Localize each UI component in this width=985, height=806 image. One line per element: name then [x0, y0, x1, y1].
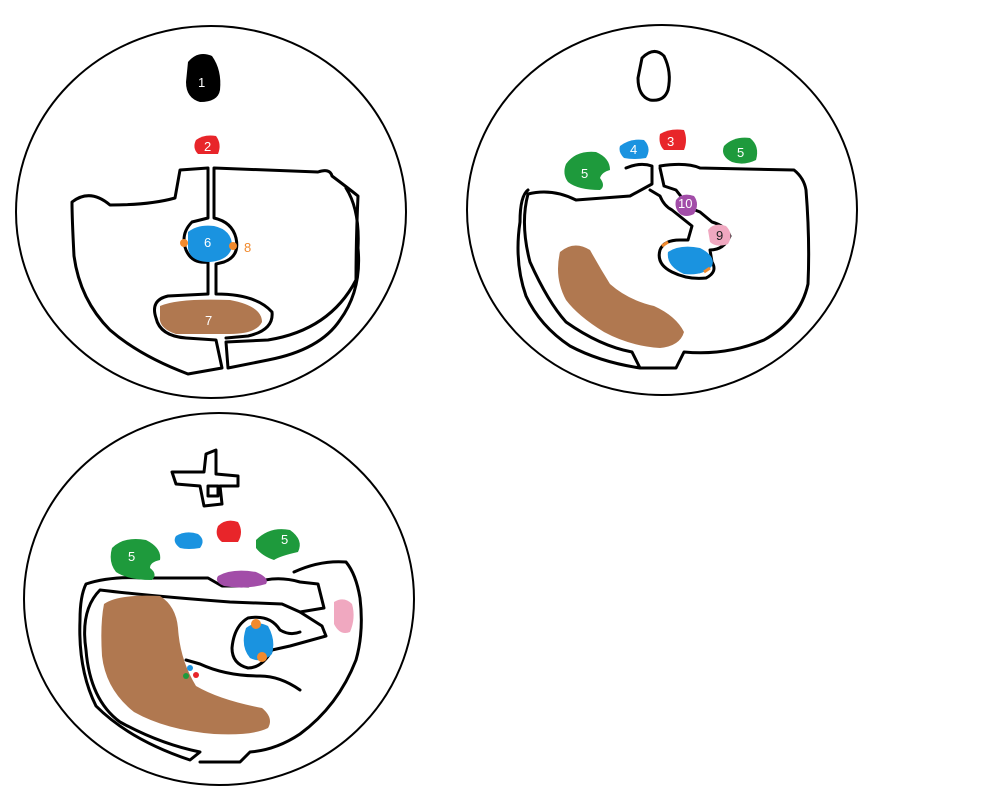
body-outline — [516, 162, 811, 370]
label-5-right: 5 — [737, 145, 744, 160]
body-outline — [78, 576, 326, 762]
panel-top-right-ring — [466, 24, 858, 396]
structure-red-small — [216, 520, 241, 542]
label-5-left: 5 — [581, 166, 588, 181]
structure-orange-marks — [661, 240, 711, 274]
vertebra-outline — [636, 50, 671, 102]
label-1: 1 — [198, 75, 205, 90]
structure-10-purple — [675, 194, 697, 216]
body-outline-right — [212, 166, 361, 370]
label-7: 7 — [205, 313, 212, 328]
label-3: 3 — [667, 134, 674, 149]
structure-5-green-right — [256, 529, 300, 560]
structure-blue-small — [174, 532, 203, 549]
structure-8-orange-left — [180, 239, 188, 247]
structure-blue-mass — [667, 246, 713, 275]
structure-orange-bottom — [257, 652, 267, 662]
panel-bottom-left-ring — [23, 412, 415, 786]
panel-top-right: 3 4 5 5 10 9 — [466, 24, 858, 396]
structure-5-green-left — [564, 151, 610, 190]
structure-dot-green — [183, 673, 189, 679]
structure-purple — [216, 570, 267, 588]
panel-top-left-ring — [15, 25, 407, 399]
structure-5-green-right — [723, 137, 758, 164]
structure-brown-organ — [101, 595, 270, 735]
structure-2-red — [194, 135, 220, 154]
structure-pink — [334, 599, 354, 633]
structure-blue-mass — [243, 623, 274, 661]
body-outline — [70, 166, 224, 376]
label-4: 4 — [630, 142, 637, 157]
structure-brown-organ — [558, 245, 684, 348]
label-10: 10 — [678, 196, 692, 211]
structure-orange-top — [251, 619, 261, 629]
label-2: 2 — [204, 139, 211, 154]
label-9: 9 — [716, 228, 723, 243]
label-5-right: 5 — [281, 532, 288, 547]
structure-9-pink — [708, 224, 731, 246]
panel-top-left: 1 2 6 8 7 — [15, 25, 407, 399]
body-outline-right — [184, 560, 363, 764]
structure-5-green-left — [110, 539, 161, 580]
structure-7-brown — [159, 299, 262, 334]
panel-bottom-left: 5 5 — [23, 412, 415, 786]
structure-3-red — [659, 129, 686, 150]
label-8: 8 — [244, 240, 251, 255]
structure-dot-red — [193, 672, 199, 678]
structure-dot-blue — [187, 665, 193, 671]
structure-4-blue — [619, 139, 649, 159]
vertebra-cross-outline — [170, 448, 240, 508]
structure-8-orange-right — [229, 242, 237, 250]
label-5-left: 5 — [128, 549, 135, 564]
structure-1-black — [186, 54, 221, 102]
vertebra-cross-inner — [206, 484, 220, 498]
label-6: 6 — [204, 235, 211, 250]
structure-6-blue — [188, 225, 232, 262]
